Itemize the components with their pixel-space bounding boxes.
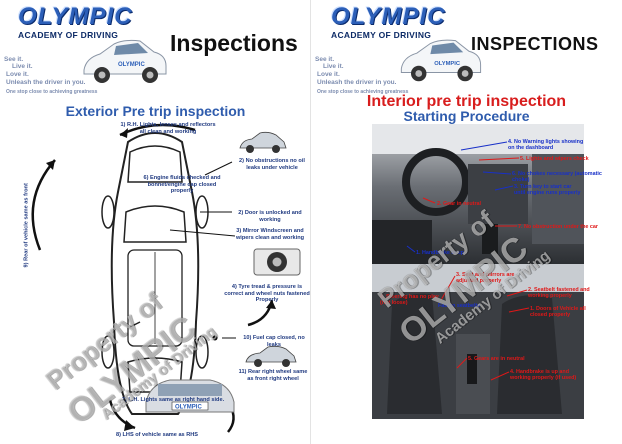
- note-turn-key: 3. Turn key to start car until engine ru…: [514, 184, 581, 197]
- tagline-unleash: Unleash the driver in you.: [317, 79, 397, 86]
- note-tyre-tread: 4) Tyre tread & pressure is correct and …: [224, 284, 310, 304]
- car-dashboard-photo: [372, 124, 584, 264]
- note-no-obstructions: 2) No obstructions no oil leaks under ve…: [239, 158, 305, 171]
- page-heading: Inspections: [170, 30, 298, 56]
- olympic-logo: OLYMPIC ACADEMY OF DRIVING: [331, 3, 471, 41]
- inspection-route-arrows: [31, 123, 276, 433]
- note-seatbelt: 2. Seatbelt fastened and working properl…: [528, 287, 590, 300]
- note-mirror-windscreen: 3) Mirror Windscreen and wipers clean an…: [235, 228, 305, 241]
- note-steering: 4. Steering has no play (not loose): [380, 294, 439, 307]
- exterior-subtitle: Exterior Pre trip inspection: [65, 103, 246, 119]
- tagline-love: Love it.: [6, 71, 29, 78]
- exterior-inspection-panel: OLYMPIC ACADEMY OF DRIVING See it. Live …: [4, 0, 311, 444]
- note-no-warning-lights: 4. No Warning lights showing on the dash…: [508, 139, 584, 152]
- logo-subtitle: ACADEMY OF DRIVING: [331, 30, 432, 40]
- logo-subtitle: ACADEMY OF DRIVING: [18, 30, 119, 40]
- note-handbrake-up: 1. Handbrake is up: [416, 250, 464, 256]
- note-seat-mirrors: 3. Seat and mirrors are adjusted properl…: [456, 272, 515, 285]
- note-engine-fluids: 6) Engine fluids checked and bonnet/engi…: [143, 175, 221, 195]
- tagline-stop: One stop close to achieving greatness: [6, 89, 98, 95]
- note-fuel-cap: 10) Fuel cap closed, no leaks: [243, 335, 305, 348]
- interior-pointer-lines: [406, 141, 530, 381]
- tagline-live: Live it.: [323, 63, 344, 70]
- tyre-icon: [253, 248, 301, 276]
- tagline-see: See it.: [315, 56, 335, 63]
- note-door-unlocked: 2) Door is unlocked and working: [238, 210, 302, 223]
- note-rear-same-as-front: 9) Rear of vehicle same as front: [23, 183, 30, 268]
- svg-text:OLYMPIC: OLYMPIC: [118, 62, 145, 68]
- note-lights-wipers: 5. Lights and wipers check: [520, 156, 589, 162]
- interior-subtitle: Interior pre trip inspection: [366, 93, 567, 110]
- note-fasten-seatbelts: Fasten seatbelts: [438, 303, 481, 309]
- olympic-logo: OLYMPIC ACADEMY OF DRIVING: [18, 3, 158, 41]
- tagline-love: Love it.: [317, 71, 340, 78]
- tagline-unleash: Unleash the driver in you.: [6, 79, 86, 86]
- car-front-photo: OLYMPIC: [145, 379, 235, 413]
- note-doors-closed: 1. Doors of Vehicle all closed properly: [530, 306, 586, 319]
- note-no-chokes: 6. No chokes necessary (automatic choke): [512, 171, 602, 184]
- starting-procedure-subtitle: Starting Procedure: [403, 108, 530, 124]
- svg-text:OLYMPIC: OLYMPIC: [434, 61, 461, 67]
- logo-wordmark: OLYMPIC: [18, 3, 133, 30]
- number-plate: OLYMPIC: [175, 405, 202, 411]
- logo-wordmark: OLYMPIC: [331, 3, 446, 30]
- note-no-obstruction: 7. No obstruction under the car: [518, 224, 598, 230]
- note-rear-right-wheel: 11) Rear right wheel same as front right…: [238, 369, 308, 382]
- white-car-icon: OLYMPIC: [83, 39, 167, 83]
- note-rh-lights: 1) R.H. Lights, lenses and reflectors al…: [120, 122, 216, 135]
- note-handbrake-working: 4. Handbrake is up and working properly …: [510, 369, 577, 382]
- note-gears-neutral: 5. Gears are in neutral: [468, 356, 525, 362]
- note-lhs-same-as-rhs: 8) LHS of vehicle same as RHS: [115, 432, 199, 438]
- page-heading: INSPECTIONS: [471, 34, 599, 54]
- white-car-icon: OLYMPIC: [400, 39, 482, 82]
- tagline-stop: One stop close to achieving greatness: [317, 89, 409, 95]
- sedan-side-icon: [245, 345, 297, 367]
- hatchback-side-icon: [239, 131, 287, 153]
- note-lh-lights: 7) L.H. Lights same as right hand side.: [121, 397, 225, 403]
- car-seats-photo: [372, 264, 584, 419]
- note-gear-neutral: 2. Gear in neutral: [437, 201, 482, 207]
- tagline-live: Live it.: [12, 63, 33, 70]
- tagline-see: See it.: [4, 56, 24, 63]
